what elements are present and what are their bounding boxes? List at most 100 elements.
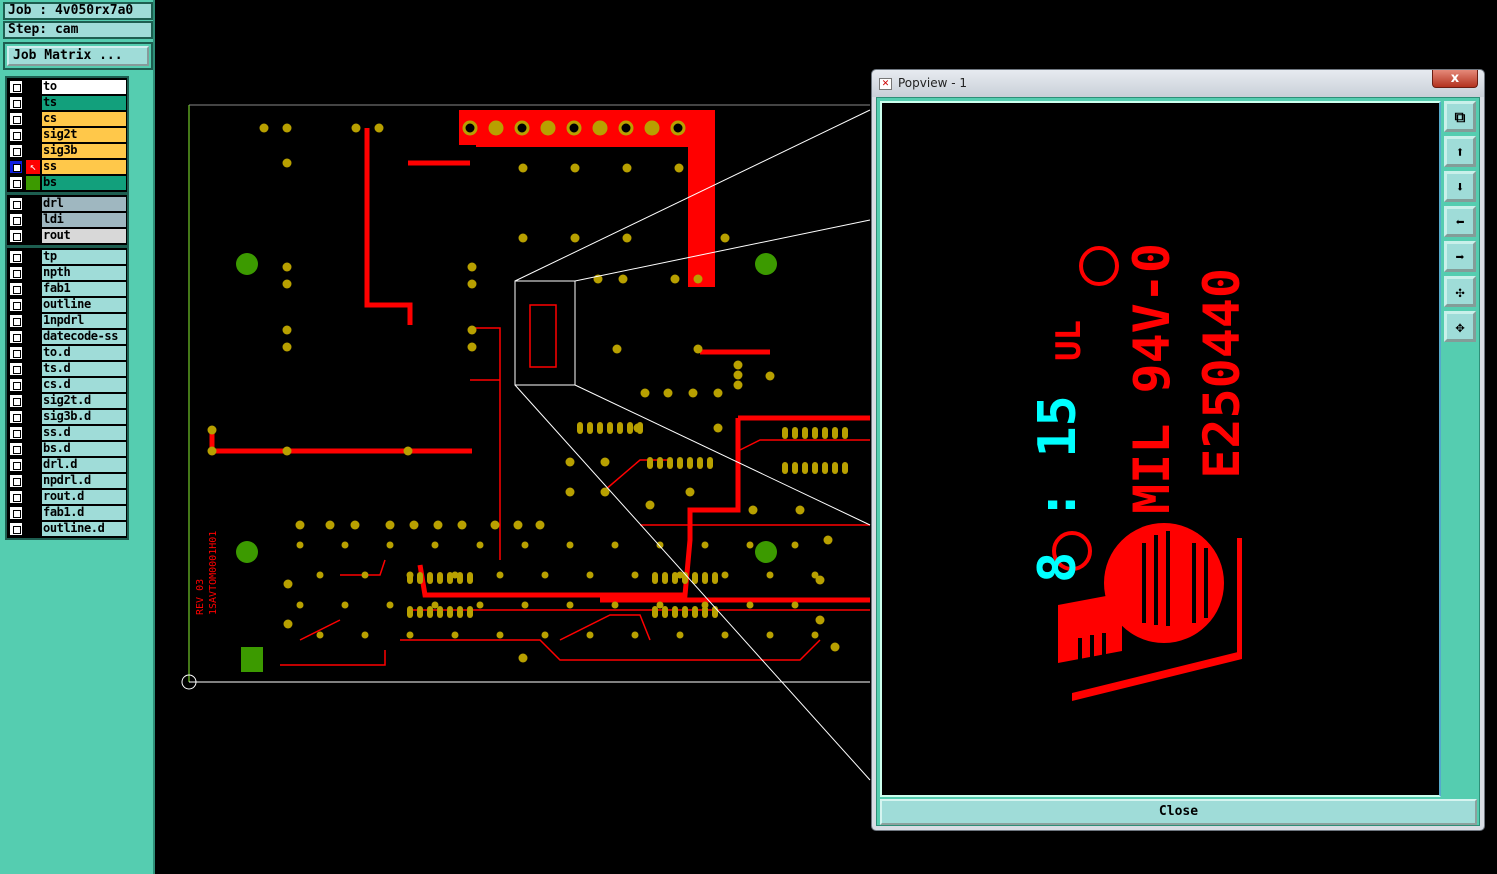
- layer-checkbox[interactable]: [9, 410, 23, 424]
- pad: [815, 615, 825, 625]
- layer-row[interactable]: sig3b.d: [8, 409, 126, 425]
- pan-left-button[interactable]: ⬅: [1444, 206, 1476, 237]
- via-pad: [316, 571, 324, 579]
- zoom-window-icon: ⧉: [1454, 107, 1466, 126]
- layer-row[interactable]: rout: [8, 228, 126, 244]
- layer-row[interactable]: fab1.d: [8, 505, 126, 521]
- layer-checkbox[interactable]: [9, 522, 23, 536]
- layer-row[interactable]: cs: [8, 111, 126, 127]
- layer-checkbox[interactable]: [9, 362, 23, 376]
- layer-checkbox[interactable]: [9, 378, 23, 392]
- layer-checkbox[interactable]: [9, 314, 23, 328]
- mounting-hole: [236, 541, 258, 563]
- zoom-out-button[interactable]: ✥: [1444, 311, 1476, 342]
- job-matrix-button[interactable]: Job Matrix ...: [3, 42, 153, 70]
- layer-checkbox[interactable]: [9, 160, 23, 174]
- rating-text: MIL 94V-0: [1123, 243, 1181, 514]
- layer-checkbox[interactable]: [9, 490, 23, 504]
- layer-row[interactable]: outline.d: [8, 521, 126, 537]
- layer-row[interactable]: outline: [8, 297, 126, 313]
- close-button[interactable]: Close: [880, 799, 1477, 825]
- layer-row[interactable]: drl: [8, 196, 126, 212]
- pad: [674, 163, 684, 173]
- layer-checkbox[interactable]: [9, 176, 23, 190]
- layer-name: outline: [42, 298, 126, 312]
- layer-checkbox[interactable]: [9, 330, 23, 344]
- layer-row[interactable]: 1npdrl: [8, 313, 126, 329]
- pad: [518, 233, 528, 243]
- layer-row[interactable]: to.d: [8, 345, 126, 361]
- pan-right-button[interactable]: ➡: [1444, 241, 1476, 272]
- layer-row[interactable]: bs: [8, 175, 126, 191]
- layer-row[interactable]: npdrl.d: [8, 473, 126, 489]
- zoom-in-icon: ✣: [1455, 282, 1465, 301]
- layer-checkbox[interactable]: [9, 458, 23, 472]
- layer-row[interactable]: sig2t: [8, 127, 126, 143]
- layer-row[interactable]: ↖ss: [8, 159, 126, 175]
- layer-checkbox[interactable]: [9, 394, 23, 408]
- smd-pad: [802, 462, 808, 474]
- layer-row[interactable]: bs.d: [8, 441, 126, 457]
- via-pad: [431, 601, 439, 609]
- layer-checkbox[interactable]: [9, 506, 23, 520]
- window-close-button[interactable]: x: [1432, 70, 1478, 88]
- layer-checkbox[interactable]: [9, 112, 23, 126]
- layer-checkbox[interactable]: [9, 128, 23, 142]
- layer-row[interactable]: fab1: [8, 281, 126, 297]
- layer-row[interactable]: sig2t.d: [8, 393, 126, 409]
- layer-checkbox[interactable]: [9, 442, 23, 456]
- layer-row[interactable]: ts: [8, 95, 126, 111]
- layer-checkbox[interactable]: [9, 229, 23, 243]
- pad: [282, 279, 292, 289]
- layer-checkbox[interactable]: [9, 250, 23, 264]
- layer-checkbox[interactable]: [9, 282, 23, 296]
- via-pad: [746, 601, 754, 609]
- layer-name: sig3b: [42, 144, 126, 158]
- layer-checkbox[interactable]: [9, 144, 23, 158]
- layer-row[interactable]: ts.d: [8, 361, 126, 377]
- pad: [688, 388, 698, 398]
- pad: [795, 505, 805, 515]
- layer-row[interactable]: rout.d: [8, 489, 126, 505]
- layer-checkbox[interactable]: [9, 213, 23, 227]
- layer-row[interactable]: ldi: [8, 212, 126, 228]
- thin-trace: [470, 327, 501, 560]
- smd-pad: [802, 427, 808, 439]
- smd-pad: [407, 606, 413, 618]
- layer-checkbox[interactable]: [9, 197, 23, 211]
- layer-checkbox[interactable]: [9, 80, 23, 94]
- layer-checkbox[interactable]: [9, 474, 23, 488]
- smd-pad: [707, 457, 713, 469]
- layer-checkbox[interactable]: [9, 266, 23, 280]
- layer-row[interactable]: drl.d: [8, 457, 126, 473]
- via-pad: [701, 541, 709, 549]
- layer-checkbox[interactable]: [9, 298, 23, 312]
- smd-pad: [467, 606, 473, 618]
- layer-row[interactable]: ss.d: [8, 425, 126, 441]
- layer-row[interactable]: sig3b: [8, 143, 126, 159]
- layer-checkbox[interactable]: [9, 426, 23, 440]
- layer-row[interactable]: npth: [8, 265, 126, 281]
- smd-pad: [662, 572, 668, 584]
- layer-checkbox[interactable]: [9, 346, 23, 360]
- popview-titlebar[interactable]: ✕ Popview - 1: [872, 70, 1484, 97]
- layer-row[interactable]: to: [8, 79, 126, 95]
- via-pad: [541, 631, 549, 639]
- layer-row[interactable]: tp: [8, 249, 126, 265]
- smd-pad: [792, 427, 798, 439]
- mounting-hole: [236, 253, 258, 275]
- smd-pad: [822, 427, 828, 439]
- layer-checkbox[interactable]: [9, 96, 23, 110]
- zoom-in-button[interactable]: ✣: [1444, 276, 1476, 307]
- connector-pad: [644, 120, 660, 136]
- pad: [720, 233, 730, 243]
- zoom-window-button[interactable]: ⧉: [1444, 101, 1476, 132]
- layer-row[interactable]: cs.d: [8, 377, 126, 393]
- pan-up-button[interactable]: ⬆: [1444, 136, 1476, 167]
- layer-row[interactable]: datecode-ss: [8, 329, 126, 345]
- pan-down-button[interactable]: ⬇: [1444, 171, 1476, 202]
- popview-canvas[interactable]: 8 : 15 MIL 94V-0 E250440 UL: [880, 101, 1441, 797]
- pad: [467, 342, 477, 352]
- pad: [457, 520, 467, 530]
